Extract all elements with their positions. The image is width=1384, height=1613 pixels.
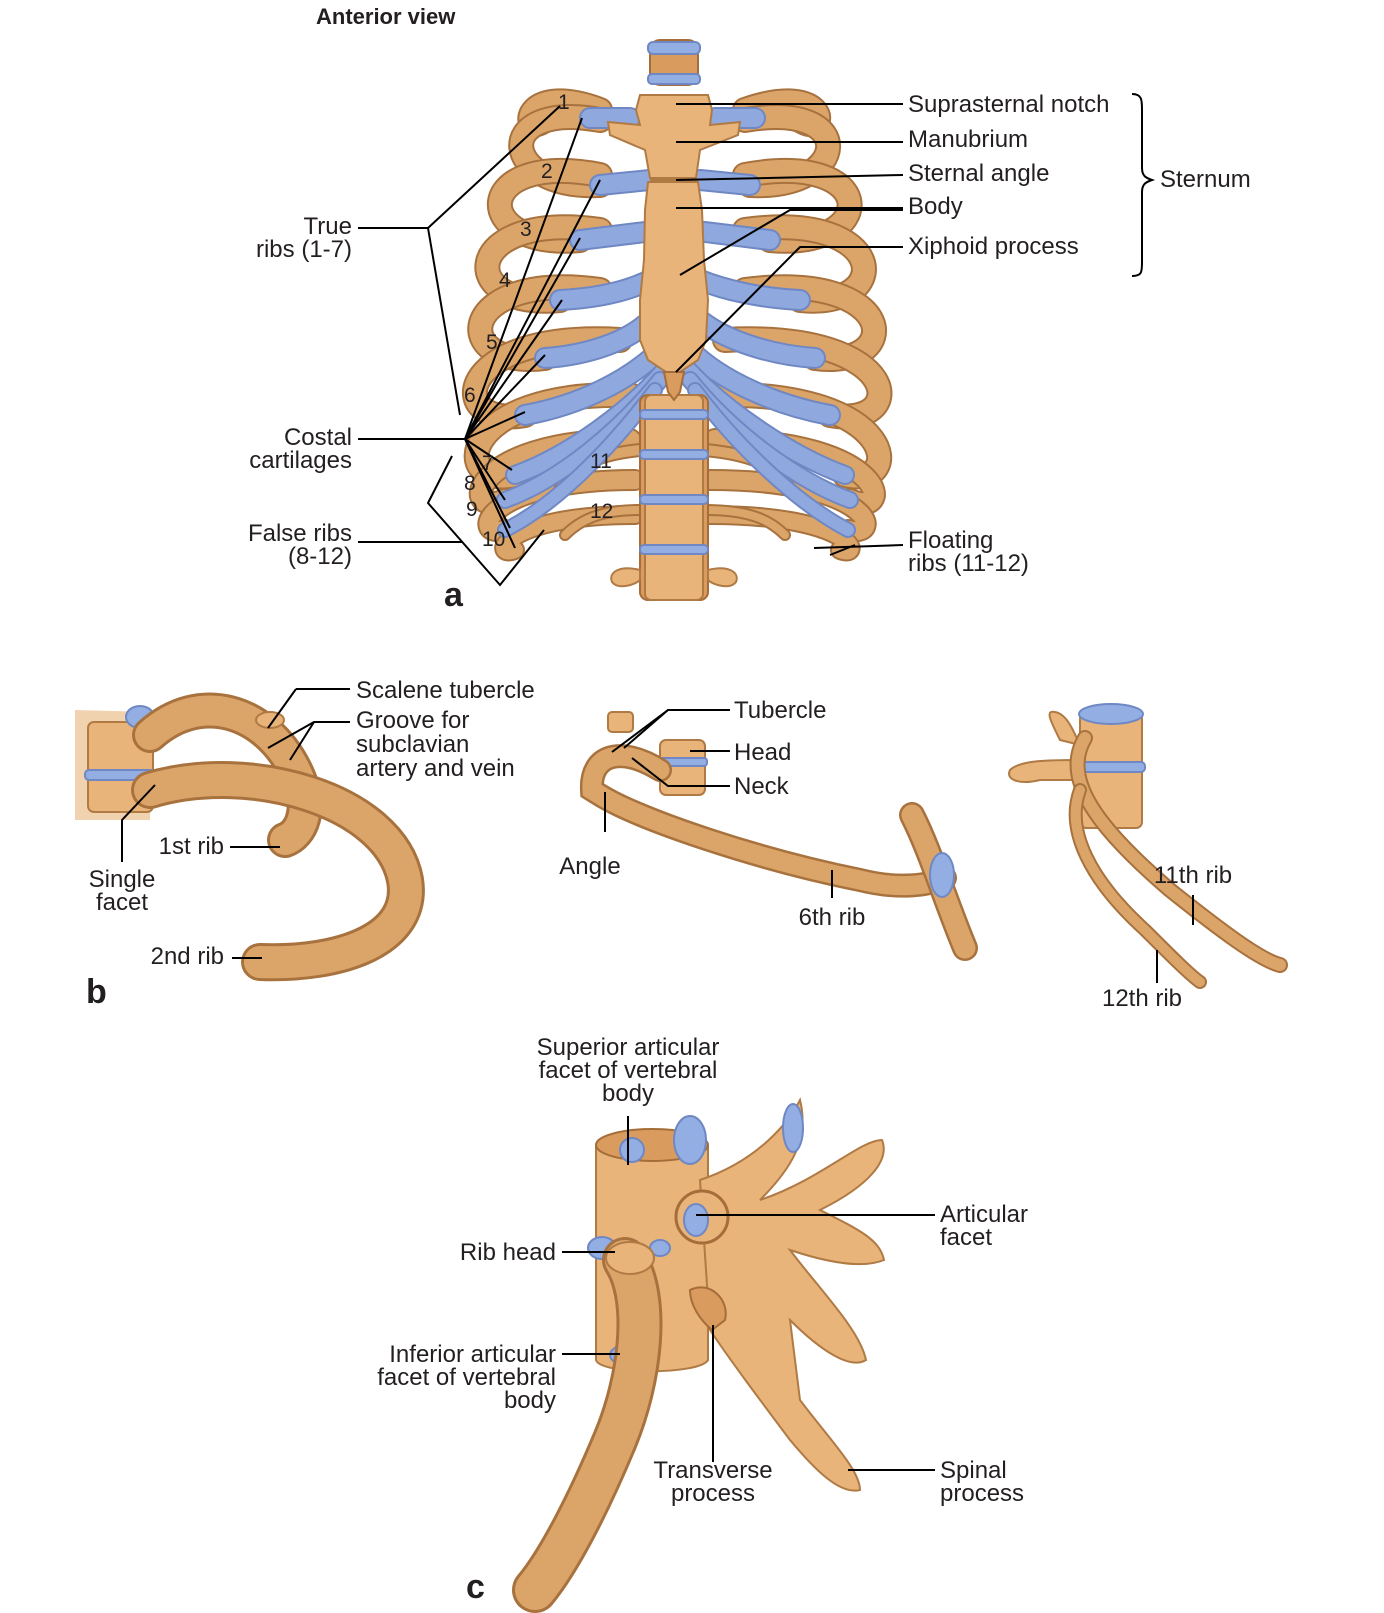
label-groove-1: Groove for bbox=[356, 707, 469, 734]
label-sternum: Sternum bbox=[1160, 166, 1251, 193]
rib-numbers: 1 2 3 4 5 6 7 8 9 10 11 12 bbox=[464, 91, 613, 551]
label-inferior-facet-2: facet of vertebral bbox=[377, 1364, 556, 1391]
costal-cartilages bbox=[496, 107, 859, 538]
label-inferior-facet-1: Inferior articular bbox=[389, 1341, 556, 1368]
label-head: Head bbox=[734, 739, 791, 766]
rib-number-3: 3 bbox=[520, 218, 532, 241]
label-single-facet-2: facet bbox=[96, 889, 148, 916]
label-eleventh-rib: 11th rib bbox=[1154, 862, 1232, 889]
label-single-facet-1: Single bbox=[89, 866, 156, 893]
label-false-ribs-2: (8-12) bbox=[288, 543, 352, 570]
rib-number-4: 4 bbox=[499, 269, 511, 292]
rib-number-1: 1 bbox=[558, 91, 570, 114]
rib-number-11: 11 bbox=[590, 450, 612, 473]
panel-letter-a: a bbox=[444, 576, 464, 614]
rib-number-12: 12 bbox=[590, 500, 613, 523]
label-manubrium: Manubrium bbox=[908, 126, 1028, 153]
label-superior-facet-3: body bbox=[602, 1080, 654, 1107]
panel-c-leader-lines bbox=[562, 1116, 935, 1471]
label-true-ribs-1: True bbox=[304, 213, 352, 240]
label-xiphoid-process: Xiphoid process bbox=[908, 233, 1079, 260]
label-articular-facet-1: Articular bbox=[940, 1201, 1028, 1228]
label-neck: Neck bbox=[734, 773, 790, 800]
label-sixth-rib: 6th rib bbox=[799, 904, 866, 931]
label-groove-2: subclavian bbox=[356, 731, 469, 758]
rib-number-7: 7 bbox=[482, 452, 494, 475]
label-true-ribs-2: ribs (1-7) bbox=[256, 236, 352, 263]
label-tubercle: Tubercle bbox=[734, 697, 826, 724]
label-transverse-process-2: process bbox=[671, 1480, 755, 1507]
label-articular-facet-2: facet bbox=[940, 1224, 992, 1251]
panel-letter-c: c bbox=[466, 1568, 485, 1606]
label-body: Body bbox=[908, 193, 963, 220]
label-superior-facet-2: facet of vertebral bbox=[539, 1057, 718, 1084]
vertebra-and-rib-illustration bbox=[512, 1097, 886, 1613]
label-inferior-facet-3: body bbox=[504, 1387, 556, 1414]
panel-a-rib-cage: Anterior view Suprasternal notch Manubri… bbox=[248, 4, 1251, 614]
label-scalene-tubercle: Scalene tubercle bbox=[356, 677, 535, 704]
label-angle: Angle bbox=[559, 853, 620, 880]
label-second-rib: 2nd rib bbox=[151, 943, 224, 970]
label-superior-facet-1: Superior articular bbox=[537, 1034, 720, 1061]
label-groove-3: artery and vein bbox=[356, 755, 515, 782]
floating-ribs-illustration bbox=[1008, 703, 1288, 989]
panel-b-rib-types: Scalene tubercle Groove for subclavian a… bbox=[75, 677, 1288, 1012]
label-first-rib: 1st rib bbox=[159, 833, 224, 860]
ribs bbox=[462, 88, 893, 562]
anterior-view-title: Anterior view bbox=[316, 4, 456, 29]
label-floating-ribs-2: ribs (11-12) bbox=[908, 550, 1029, 577]
label-spinal-process-1: Spinal bbox=[940, 1457, 1007, 1484]
label-sternal-angle: Sternal angle bbox=[908, 160, 1049, 187]
label-suprasternal-notch: Suprasternal notch bbox=[908, 91, 1109, 118]
rib-number-6: 6 bbox=[464, 384, 476, 407]
first-second-ribs-illustration bbox=[75, 688, 425, 982]
label-rib-head: Rib head bbox=[460, 1239, 556, 1266]
panel-a-leader-lines bbox=[358, 93, 1156, 587]
label-floating-ribs-1: Floating bbox=[908, 527, 993, 554]
label-spinal-process-2: process bbox=[940, 1480, 1024, 1507]
label-false-ribs-1: False ribs bbox=[248, 520, 352, 547]
label-costal-1: Costal bbox=[284, 424, 352, 451]
label-costal-2: cartilages bbox=[249, 447, 352, 474]
panel-c-costovertebral-joint: Superior articular facet of vertebral bo… bbox=[377, 1034, 1028, 1613]
rib-number-9: 9 bbox=[466, 498, 478, 521]
rib-number-10: 10 bbox=[482, 528, 505, 551]
label-transverse-process-1: Transverse bbox=[653, 1457, 772, 1484]
panel-letter-b: b bbox=[86, 973, 107, 1011]
rib-number-8: 8 bbox=[464, 472, 476, 495]
vertebral-column bbox=[610, 39, 738, 601]
sternum bbox=[606, 94, 742, 402]
rib-number-5: 5 bbox=[486, 331, 498, 354]
label-twelfth-rib: 12th rib bbox=[1102, 985, 1182, 1012]
sixth-rib-illustration bbox=[579, 709, 978, 961]
rib-number-2: 2 bbox=[541, 160, 553, 183]
